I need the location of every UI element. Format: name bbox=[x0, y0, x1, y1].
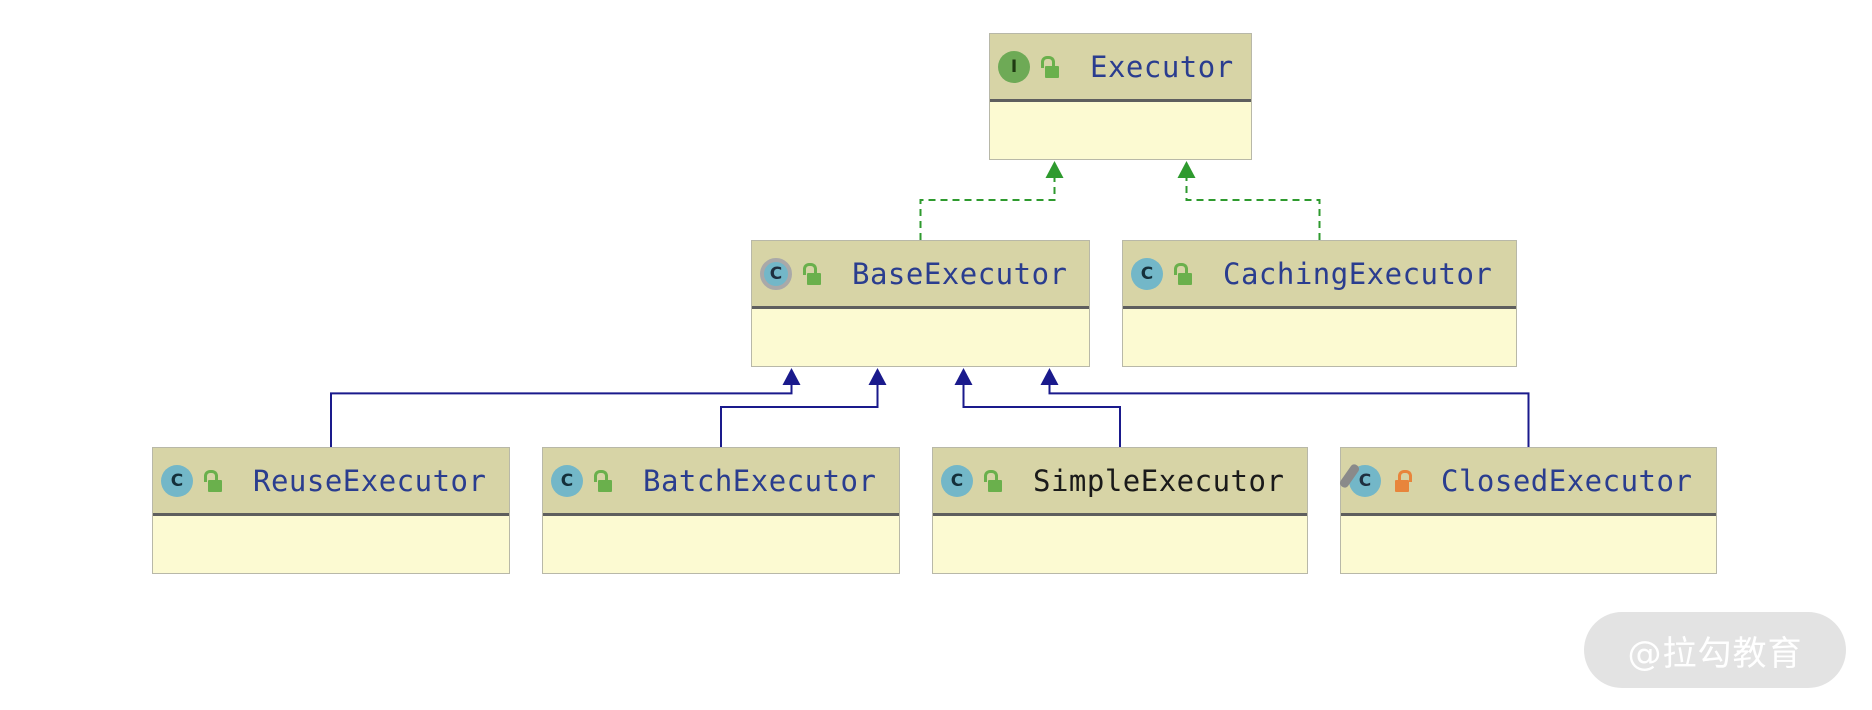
unlocked-icon bbox=[593, 469, 615, 493]
arrowhead-closed-to-base bbox=[1040, 368, 1059, 385]
edge-simple-to-base bbox=[962, 381, 1121, 447]
class-icon: C bbox=[161, 464, 193, 497]
class-icon: C bbox=[941, 464, 973, 497]
edge-base-to-executor bbox=[919, 174, 1056, 240]
node-reuse-executor[interactable]: C ReuseExecutor bbox=[152, 447, 510, 574]
arrowhead-batch-to-base bbox=[868, 368, 887, 385]
arrowhead-reuse-to-base bbox=[782, 368, 801, 385]
node-closed-executor[interactable]: C ClosedExecutor bbox=[1340, 447, 1717, 574]
node-base-executor-header: C BaseExecutor bbox=[752, 241, 1089, 309]
node-base-executor[interactable]: C BaseExecutor bbox=[751, 240, 1090, 367]
edge-closed-to-base bbox=[1048, 381, 1530, 447]
locked-icon bbox=[1391, 469, 1413, 493]
edge-caching-to-executor bbox=[1185, 174, 1321, 240]
node-batch-executor-header: C BatchExecutor bbox=[543, 448, 899, 516]
arrowhead-caching-to-executor bbox=[1177, 161, 1196, 178]
node-caching-executor-header: C CachingExecutor bbox=[1123, 241, 1516, 309]
node-caching-executor[interactable]: C CachingExecutor bbox=[1122, 240, 1517, 367]
node-executor[interactable]: I Executor bbox=[989, 33, 1252, 160]
class-icon: C bbox=[1131, 257, 1163, 290]
edge-batch-to-base bbox=[720, 381, 879, 447]
node-simple-executor-name: SimpleExecutor bbox=[1033, 463, 1285, 498]
node-executor-header: I Executor bbox=[990, 34, 1251, 102]
class-icon: C bbox=[551, 464, 583, 497]
node-caching-executor-name: CachingExecutor bbox=[1223, 256, 1493, 291]
final-class-icon: C bbox=[1349, 464, 1381, 497]
node-batch-executor-name: BatchExecutor bbox=[643, 463, 877, 498]
node-closed-executor-header: C ClosedExecutor bbox=[1341, 448, 1716, 516]
unlocked-icon bbox=[1040, 55, 1062, 79]
node-batch-executor[interactable]: C BatchExecutor bbox=[542, 447, 900, 574]
watermark: @拉勾教育 bbox=[1584, 612, 1846, 688]
edge-reuse-to-base bbox=[330, 381, 793, 447]
node-base-executor-name: BaseExecutor bbox=[852, 256, 1068, 291]
unlocked-icon bbox=[983, 469, 1005, 493]
abstract-class-icon: C bbox=[760, 257, 792, 290]
node-executor-name: Executor bbox=[1090, 49, 1234, 84]
node-simple-executor[interactable]: C SimpleExecutor bbox=[932, 447, 1308, 574]
interface-icon: I bbox=[998, 50, 1030, 83]
node-closed-executor-name: ClosedExecutor bbox=[1441, 463, 1693, 498]
unlocked-icon bbox=[1173, 262, 1195, 286]
node-reuse-executor-name: ReuseExecutor bbox=[253, 463, 487, 498]
node-simple-executor-header: C SimpleExecutor bbox=[933, 448, 1307, 516]
unlocked-icon bbox=[203, 469, 225, 493]
unlocked-icon bbox=[802, 262, 824, 286]
node-reuse-executor-header: C ReuseExecutor bbox=[153, 448, 509, 516]
arrowhead-simple-to-base bbox=[954, 368, 973, 385]
arrowhead-base-to-executor bbox=[1045, 161, 1064, 178]
